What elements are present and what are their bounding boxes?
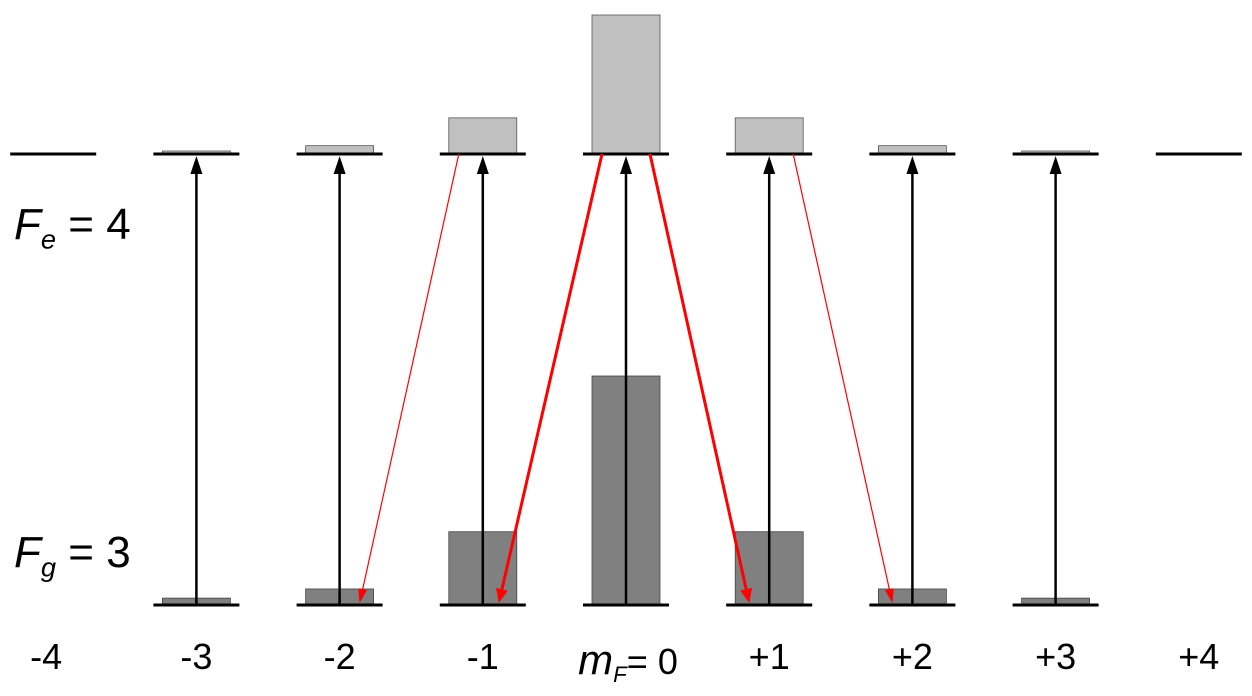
ground-state-label: Fg = 3	[14, 528, 131, 583]
pump-arrowhead	[190, 156, 203, 174]
pump-arrowhead	[476, 156, 489, 174]
decay-arrowhead	[884, 588, 894, 603]
mf-zero-value: = 0	[626, 641, 678, 682]
decay-arrowhead	[358, 588, 368, 603]
mf-label: +2	[891, 636, 933, 677]
decay-arrow	[362, 153, 460, 590]
pump-arrowhead	[763, 156, 776, 174]
pump-arrowhead	[906, 156, 919, 174]
decay-arrowhead	[496, 588, 508, 603]
decay-arrow	[648, 153, 748, 590]
decay-arrow	[500, 153, 604, 590]
mf-label: -4	[30, 636, 63, 677]
mf-label: mF= 0	[578, 636, 678, 688]
mf-subscript: F	[613, 661, 627, 687]
mf-label: -1	[466, 636, 499, 677]
mf-label: +3	[1035, 636, 1077, 677]
mf-symbol: m	[578, 636, 614, 683]
decay-arrowhead	[740, 588, 753, 603]
pump-arrowhead	[1049, 156, 1062, 174]
mf-label: +1	[748, 636, 790, 677]
excited-population-bar	[591, 14, 661, 155]
decay-arrow	[792, 153, 890, 590]
excited-population-bar	[734, 117, 804, 155]
mf-label: -2	[323, 636, 356, 677]
mf-label: -3	[180, 636, 213, 677]
pump-arrowhead	[333, 156, 346, 174]
excited-population-bar	[448, 117, 518, 155]
pump-arrowhead	[620, 156, 632, 174]
mf-label: +4	[1178, 636, 1220, 677]
excited-state-label: Fe = 4	[14, 200, 131, 255]
